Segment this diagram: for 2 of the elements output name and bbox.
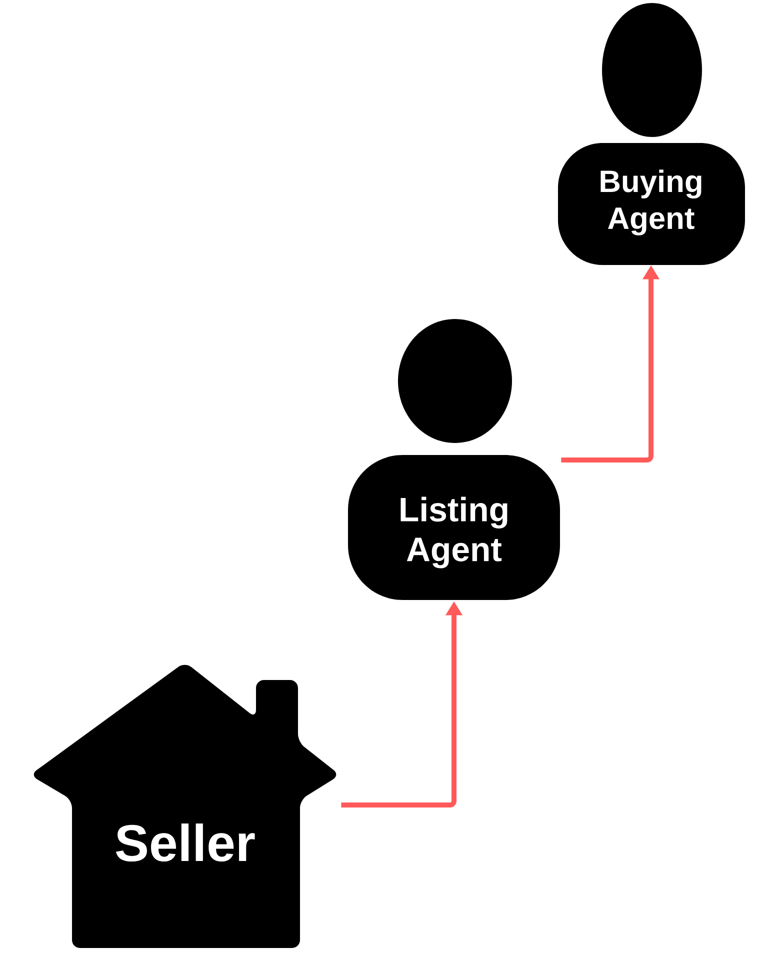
person-silhouette: Buying Agent xyxy=(558,3,745,265)
person-silhouette: Listing Agent xyxy=(348,319,560,600)
